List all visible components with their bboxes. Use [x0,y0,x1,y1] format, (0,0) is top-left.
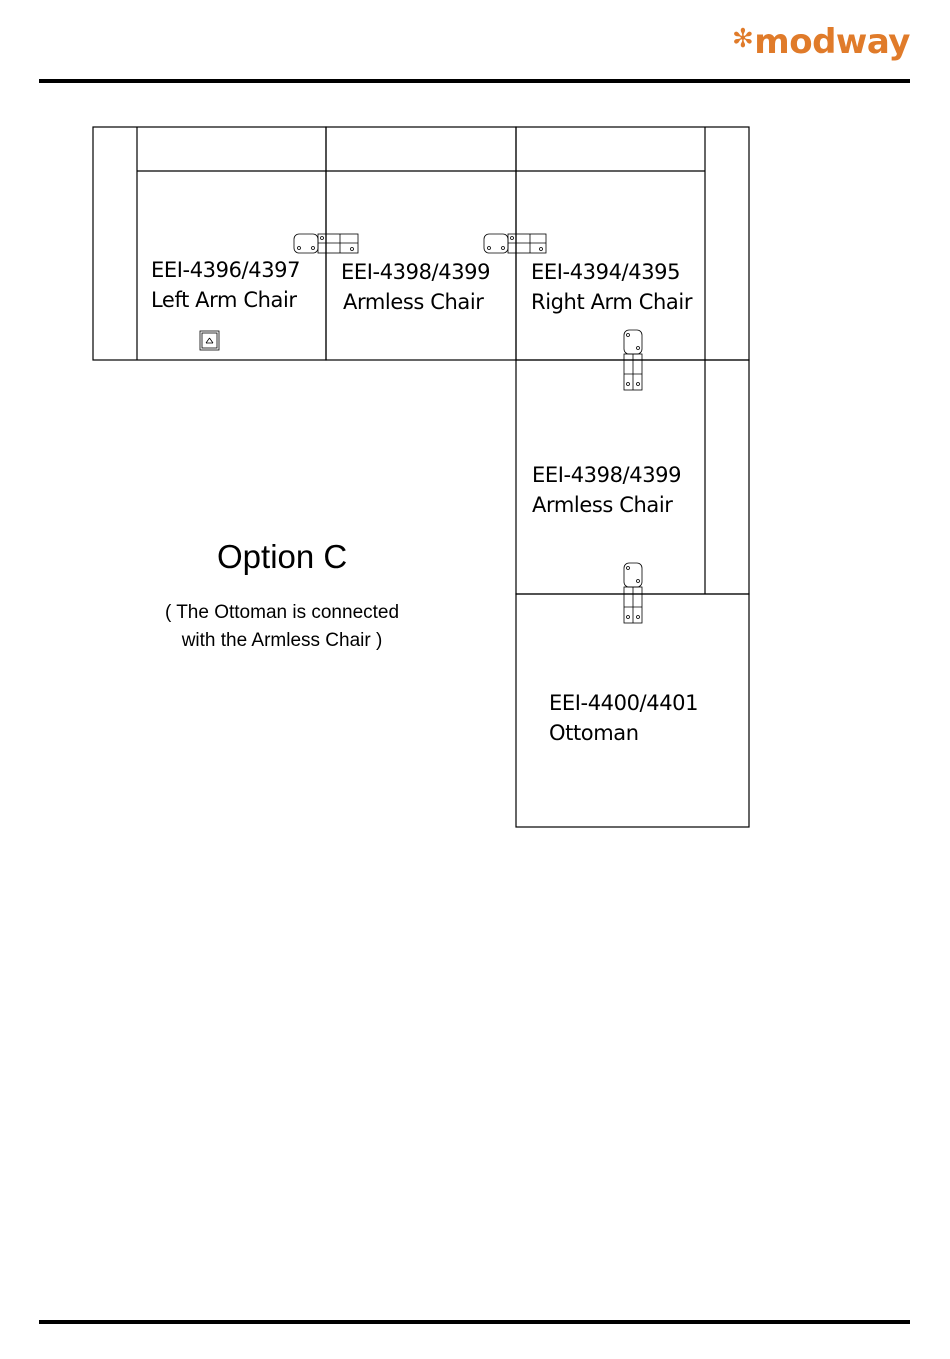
piece-name: Armless Chair [341,287,490,317]
armless-chair-top-label: EEI-4398/4399 Armless Chair [341,257,490,317]
footer-rule [39,1320,910,1324]
piece-name: Ottoman [549,718,698,748]
piece-name: Armless Chair [532,490,681,520]
option-note: ( The Ottoman is connected with the Arml… [122,599,442,655]
connector-bracket-icon [624,330,642,390]
piece-name: Right Arm Chair [531,287,692,317]
left-arm-chair-outline [93,127,326,360]
piece-code: EEI-4396/4397 [151,255,300,285]
piece-code: EEI-4394/4395 [531,257,692,287]
piece-name: Left Arm Chair [151,285,300,315]
connector-bracket-icon [624,563,642,623]
armless-chair-top-outline [326,127,516,360]
right-arm-chair-label: EEI-4394/4395 Right Arm Chair [531,257,692,317]
option-note-line: with the Armless Chair ) [122,627,442,655]
option-note-line: ( The Ottoman is connected [122,599,442,627]
piece-code: EEI-4398/4399 [532,460,681,490]
right-arm-chair-outline [516,127,749,360]
piece-code: EEI-4400/4401 [549,688,698,718]
option-title: Option C [217,538,347,576]
connector-bracket-icon [294,234,358,253]
left-arm-chair-label: EEI-4396/4397 Left Arm Chair [151,255,300,315]
armless-chair-side-label: EEI-4398/4399 Armless Chair [532,460,681,520]
small-bracket-icon [200,331,219,350]
connector-bracket-icon [484,234,546,253]
piece-code: EEI-4398/4399 [341,257,490,287]
ottoman-label: EEI-4400/4401 Ottoman [549,688,698,748]
